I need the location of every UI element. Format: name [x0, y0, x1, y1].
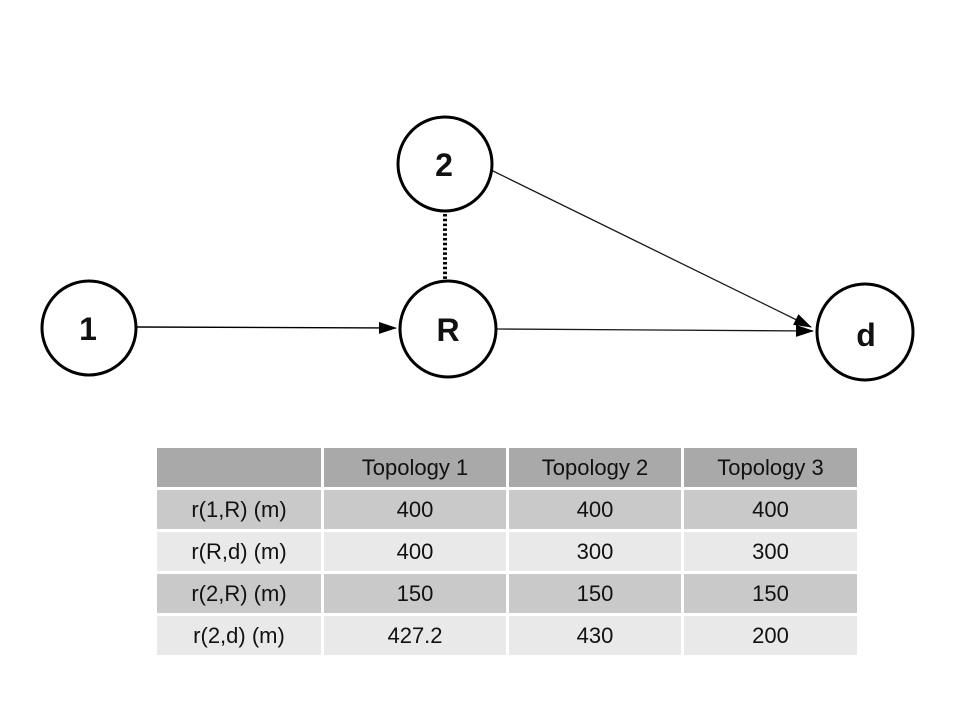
edge-1-to-R	[136, 321, 397, 334]
edge-2-to-d	[490, 169, 812, 328]
topology-diagram: 1 2 R d	[40, 115, 915, 382]
node-2: 2	[396, 115, 494, 213]
column-header-topology-3: Topology 3	[684, 448, 857, 487]
table-cell: 300	[509, 532, 681, 571]
row-label: r(1,R) (m)	[157, 490, 321, 529]
table-cell: 150	[324, 574, 506, 613]
table-row: r(1,R) (m) 400 400 400	[157, 490, 857, 529]
node-d-label: d	[856, 317, 876, 353]
table-row: r(2,d) (m) 427.2 430 200	[157, 616, 857, 655]
column-header-topology-2: Topology 2	[509, 448, 681, 487]
table-cell: 400	[324, 490, 506, 529]
node-d: d	[815, 282, 915, 382]
node-1-label: 1	[79, 311, 97, 347]
table-row: r(R,d) (m) 400 300 300	[157, 532, 857, 571]
table-cell: 427.2	[324, 616, 506, 655]
node-1: 1	[40, 279, 138, 377]
column-header-topology-1: Topology 1	[324, 448, 506, 487]
table-cell: 200	[684, 616, 857, 655]
row-label: r(2,d) (m)	[157, 616, 321, 655]
node-R: R	[398, 279, 498, 379]
table-row: r(2,R) (m) 150 150 150	[157, 574, 857, 613]
table-cell: 150	[509, 574, 681, 613]
table-cell: 400	[684, 490, 857, 529]
table-cell: 430	[509, 616, 681, 655]
table-cell: 300	[684, 532, 857, 571]
node-R-label: R	[436, 312, 459, 348]
table-cell: 400	[324, 532, 506, 571]
row-label: r(2,R) (m)	[157, 574, 321, 613]
edge-R-to-d	[496, 324, 814, 337]
column-header-blank	[157, 448, 321, 487]
table-cell: 150	[684, 574, 857, 613]
table-header-row: Topology 1 Topology 2 Topology 3	[157, 448, 857, 487]
node-2-label: 2	[435, 147, 453, 183]
topology-table: Topology 1 Topology 2 Topology 3 r(1,R) …	[154, 445, 860, 658]
table-cell: 400	[509, 490, 681, 529]
row-label: r(R,d) (m)	[157, 532, 321, 571]
